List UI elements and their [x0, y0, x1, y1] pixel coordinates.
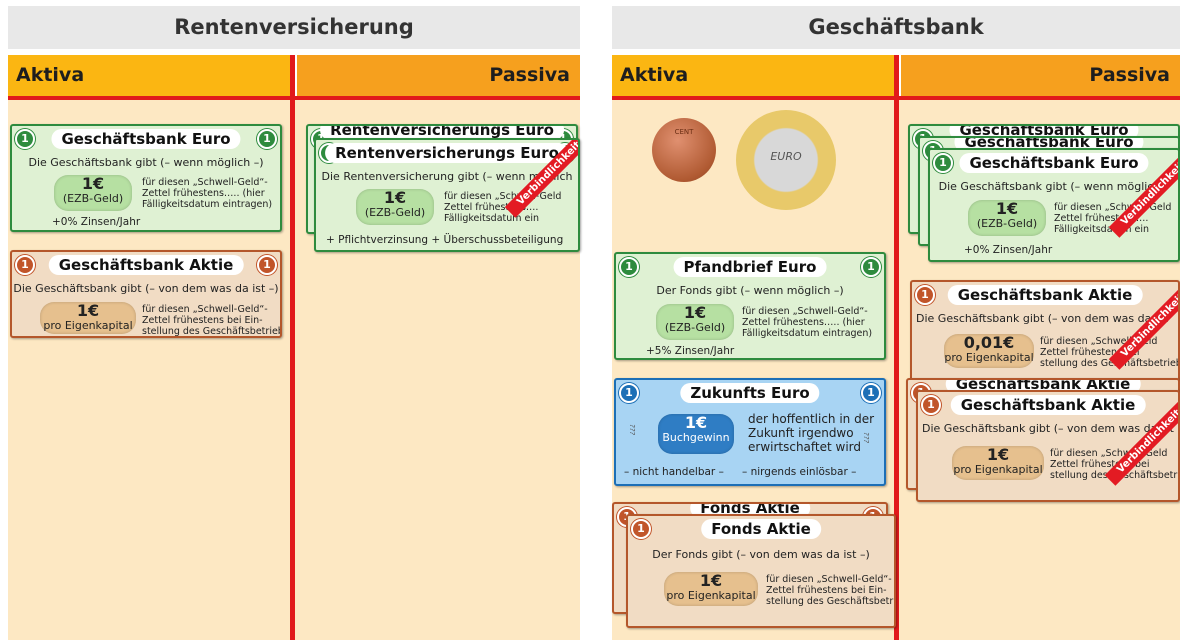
zukunfts-euro-note: 1 1 Zukunfts Euro 1€ Buchgewinn der hoff… — [614, 378, 886, 486]
note-title: Pfandbrief Euro — [673, 257, 827, 277]
amount-unit: pro Eigenkapital — [43, 319, 133, 332]
note-title: Geschäftsbank Euro — [959, 153, 1149, 173]
amount-pill: 1€ pro Eigenkapital — [664, 572, 758, 606]
tradable-label: – nicht handelbar – — [624, 466, 724, 478]
note-description: für diesen „Schwell-Geld“- Zettel frühes… — [766, 574, 896, 607]
geschaeftsbank-euro-note: 1 1 Geschäftsbank Euro Die Geschäftsbank… — [10, 124, 282, 232]
amount-unit: pro Eigenkapital — [953, 463, 1043, 476]
note-description: für diesen „Schwell-Geld“- Zettel frühes… — [142, 304, 282, 337]
amount-unit: pro Eigenkapital — [944, 351, 1034, 364]
interest-label: +0% Zinsen/Jahr — [52, 216, 141, 228]
amount-unit: pro Eigenkapital — [666, 589, 756, 602]
amount-unit: Buchgewinn — [662, 431, 730, 444]
note-title: Zukunfts Euro — [680, 383, 820, 403]
amount-unit: (EZB-Geld) — [364, 206, 426, 219]
badge-icon: 1 — [861, 257, 881, 277]
amount-pill: 1€ pro Eigenkapital — [40, 302, 136, 334]
note-line: Die Geschäftsbank gibt (– wenn möglich –… — [28, 156, 264, 169]
aktiva-header: Aktiva — [612, 55, 894, 96]
badge-icon: 1 — [631, 519, 651, 539]
note-description: für diesen „Schwell-Geld“- Zettel frühes… — [742, 306, 873, 339]
badge-icon: 1 — [15, 255, 35, 275]
pfandbrief-euro-note: 1 1 Pfandbrief Euro Der Fonds gibt (– we… — [614, 252, 886, 360]
passiva-header: Passiva — [297, 55, 580, 96]
geschaeftsbank-aktie-note: 1 Geschäftsbank Aktie Die Geschäftsbank … — [916, 390, 1180, 502]
amount: 1€ — [684, 413, 708, 432]
badge-icon: 1 — [257, 129, 277, 149]
note-description: für diesen „Schwell-Geld Zettel früheste… — [1054, 202, 1172, 235]
note-line: Die Geschäftsbank gibt (– von dem was da… — [13, 282, 279, 295]
amount: 0,01€ — [963, 333, 1015, 352]
panel-title: Geschäftsbank — [612, 6, 1180, 49]
badge-icon: 1 — [619, 257, 639, 277]
question-marks: ??? — [862, 432, 870, 444]
panel-title: Rentenversicherung — [8, 6, 580, 49]
rentenversicherung-panel: Rentenversicherung Aktiva Passiva 1 1 Ge… — [8, 6, 580, 640]
amount: 1€ — [383, 188, 407, 207]
note-title: Geschäftsbank Aktie — [947, 285, 1143, 305]
geschaeftsbank-panel: Geschäftsbank Aktiva Passiva CENT EURO 1… — [612, 6, 1180, 640]
question-marks: ??? — [628, 424, 636, 436]
amount-pill: 1€ (EZB-Geld) — [54, 175, 132, 211]
badge-icon: 1 — [915, 285, 935, 305]
amount: 1€ — [986, 445, 1010, 464]
cent-coin-icon: CENT — [652, 118, 716, 182]
note-description: für diesen „Schwell-Geld Zettel früheste… — [1040, 336, 1180, 369]
amount: 1€ — [76, 301, 100, 320]
note-line: Die Geschäftsbank gibt (– wenn möglich – — [938, 180, 1170, 193]
note-description: für diesen „Schwell-Geld“- Zettel frühes… — [142, 177, 273, 210]
amount-unit: (EZB-Geld) — [664, 321, 726, 334]
amount-pill: 1€ (EZB-Geld) — [356, 189, 434, 225]
geschaeftsbank-aktie-note-small: 1 Geschäftsbank Aktie Die Geschäftsbank … — [910, 280, 1180, 384]
badge-icon: 1 — [933, 153, 953, 173]
redeemable-label: – nirgends einlösbar – — [742, 466, 857, 478]
amount-pill: 1€ (EZB-Geld) — [656, 304, 734, 340]
amount-unit: (EZB-Geld) — [62, 192, 124, 205]
badge-icon: 1 — [921, 395, 941, 415]
fonds-aktie-note: 1 Fonds Aktie Der Fonds gibt (– von dem … — [626, 514, 896, 628]
badge-icon: 1 — [861, 383, 881, 403]
geschaeftsbank-aktie-note: 1 1 Geschäftsbank Aktie Die Geschäftsban… — [10, 250, 282, 338]
note-line: Die Rentenversicherung gibt (– wenn mögl… — [321, 170, 573, 183]
amount: 1€ — [683, 303, 707, 322]
note-title: Rentenversicherungs Euro — [325, 143, 569, 163]
note-line: Die Geschäftsbank gibt (– von dem was da… — [916, 312, 1168, 325]
note-line: Der Fonds gibt (– wenn möglich –) — [656, 284, 844, 297]
note-title: Rentenversicherungs Euro — [320, 126, 564, 140]
note-line: Die Geschäftsbank gibt (– von dem was da… — [922, 422, 1174, 435]
note-description: für diesen „Schwell-Geld Zettel früheste… — [444, 191, 562, 224]
interest-label: +5% Zinsen/Jahr — [646, 345, 735, 357]
note-title: Geschäftsbank Aktie — [48, 255, 244, 275]
amount-pill: 1€ pro Eigenkapital — [952, 446, 1044, 480]
amount-unit: (EZB-Geld) — [976, 217, 1038, 230]
amount: 1€ — [995, 199, 1019, 218]
amount-pill: 0,01€ pro Eigenkapital — [944, 334, 1034, 368]
badge-icon: 1 — [619, 383, 639, 403]
rentenversicherungs-euro-note: 1 1 Rentenversicherungs Euro Die Rentenv… — [314, 138, 580, 252]
passiva-header: Passiva — [901, 55, 1180, 96]
badge-icon: 1 — [15, 129, 35, 149]
interest-label: + Pflichtverzinsung + Überschussbeteilig… — [326, 234, 564, 246]
note-title: Fonds Aktie — [701, 519, 821, 539]
interest-label: +0% Zinsen/Jahr — [964, 244, 1053, 256]
amount: 1€ — [699, 571, 723, 590]
amount-pill: 1€ Buchgewinn — [658, 414, 734, 454]
amount: 1€ — [81, 174, 105, 193]
vertical-divider — [290, 55, 295, 640]
amount-pill: 1€ (EZB-Geld) — [968, 200, 1046, 236]
note-description: der hoffentlich in der Zukunft irgendwo … — [748, 412, 875, 454]
note-title: Geschäftsbank Aktie — [950, 395, 1146, 415]
vertical-divider — [894, 55, 899, 640]
geschaeftsbank-euro-note: 1 Geschäftsbank Euro Die Geschäftsbank g… — [928, 148, 1180, 262]
note-line: Der Fonds gibt (– von dem was da ist –) — [652, 548, 870, 561]
badge-icon: 1 — [257, 255, 277, 275]
aktiva-header: Aktiva — [8, 55, 290, 96]
note-title: Geschäftsbank Euro — [51, 129, 241, 149]
euro-coin-icon: EURO — [736, 110, 836, 210]
